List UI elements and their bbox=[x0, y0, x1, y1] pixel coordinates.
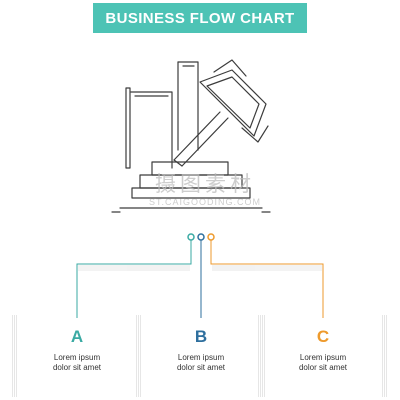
connector-shading bbox=[78, 265, 322, 271]
step-letter-b: B bbox=[194, 327, 208, 346]
connector-lines bbox=[76, 240, 324, 318]
step-card-c: C Lorem ipsum dolor sit amet bbox=[258, 315, 388, 397]
card-divider bbox=[258, 315, 264, 397]
step-letter-a: A bbox=[70, 327, 84, 346]
dot-a bbox=[187, 233, 195, 241]
dot-c bbox=[207, 233, 215, 241]
gavel-icon bbox=[111, 59, 271, 213]
card-divider bbox=[12, 315, 18, 397]
step-text-c: Lorem ipsum dolor sit amet bbox=[258, 353, 388, 373]
connector-a bbox=[76, 240, 192, 318]
step-text-a-value: Lorem ipsum dolor sit amet bbox=[52, 353, 102, 372]
step-text-c-value: Lorem ipsum dolor sit amet bbox=[298, 353, 348, 372]
dot-b bbox=[197, 233, 205, 241]
step-text-a: Lorem ipsum dolor sit amet bbox=[12, 353, 142, 373]
title-banner: BUSINESS FLOW CHART bbox=[93, 3, 307, 33]
step-card-b: B Lorem ipsum dolor sit amet bbox=[136, 315, 266, 397]
step-text-b: Lorem ipsum dolor sit amet bbox=[136, 353, 266, 373]
step-card-a: A Lorem ipsum dolor sit amet bbox=[12, 315, 142, 397]
chart-title: BUSINESS FLOW CHART bbox=[105, 9, 295, 27]
card-divider bbox=[382, 315, 388, 397]
connector-c bbox=[210, 240, 324, 318]
step-letter-c: C bbox=[316, 327, 330, 346]
card-divider bbox=[136, 315, 142, 397]
step-text-b-value: Lorem ipsum dolor sit amet bbox=[176, 353, 226, 372]
